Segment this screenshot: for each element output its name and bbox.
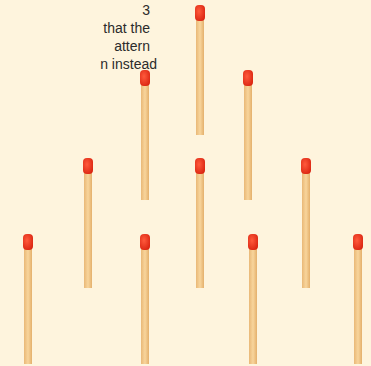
matchstick [23,234,33,364]
matchstick [140,234,150,364]
instruction-text: n instead [100,56,157,73]
matchstick [353,234,363,364]
instruction-text: attern [114,38,150,55]
matchstick [195,5,205,135]
instruction-text: 3 [142,2,150,19]
matchstick [140,70,150,200]
matchstick [243,70,253,200]
instruction-text: that the [103,20,150,37]
matchstick [195,158,205,288]
matchstick [248,234,258,364]
matchstick [301,158,311,288]
matchstick [83,158,93,288]
